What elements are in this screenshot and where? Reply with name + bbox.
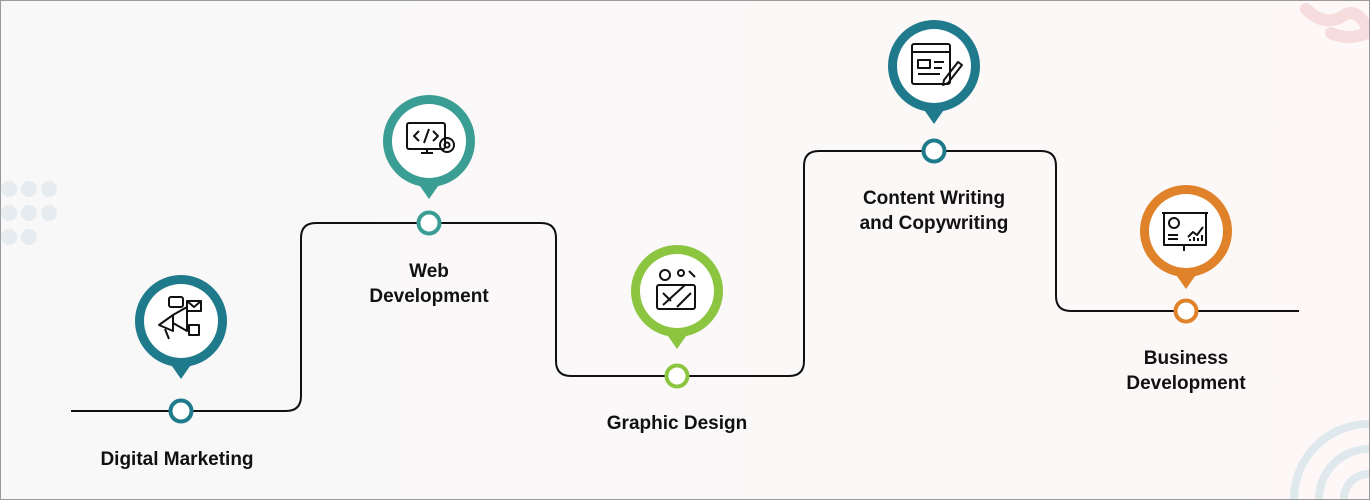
label-line: Business: [1143, 348, 1229, 369]
label-line: Graphic Design: [606, 413, 748, 434]
design-tablet-icon: [656, 269, 696, 310]
step-pin-5: [1140, 185, 1232, 324]
label-line: and Copywriting: [859, 213, 1009, 234]
step-pin-3: [631, 245, 723, 389]
step-node: [664, 363, 690, 389]
step-node: [1173, 298, 1199, 324]
step-label-content-writing: Content Writing and Copywriting: [804, 186, 1064, 236]
step-label-graphic-design: Graphic Design: [547, 411, 807, 436]
label-line: Digital Marketing: [100, 449, 254, 470]
step-node: [921, 138, 947, 164]
step-pin-4: [888, 20, 980, 164]
presentation-chart-icon: [1162, 212, 1208, 251]
code-monitor-icon: [406, 122, 455, 154]
step-node: [416, 210, 442, 236]
label-line: Content Writing: [862, 188, 1006, 209]
step-node: [168, 398, 194, 424]
document-pen-icon: [911, 43, 963, 86]
label-line: Development: [1126, 373, 1246, 394]
step-pin-2: [383, 95, 475, 236]
squiggle-decoration: [1300, 3, 1369, 43]
step-pin-1: [135, 275, 227, 424]
megaphone-icon: [158, 296, 202, 340]
step-label-digital-marketing: Digital Marketing: [47, 447, 307, 472]
dots-decoration: [1, 181, 57, 245]
label-line: Web: [409, 261, 449, 282]
spiral-decoration: [1290, 420, 1369, 499]
label-line: Development: [369, 286, 489, 307]
